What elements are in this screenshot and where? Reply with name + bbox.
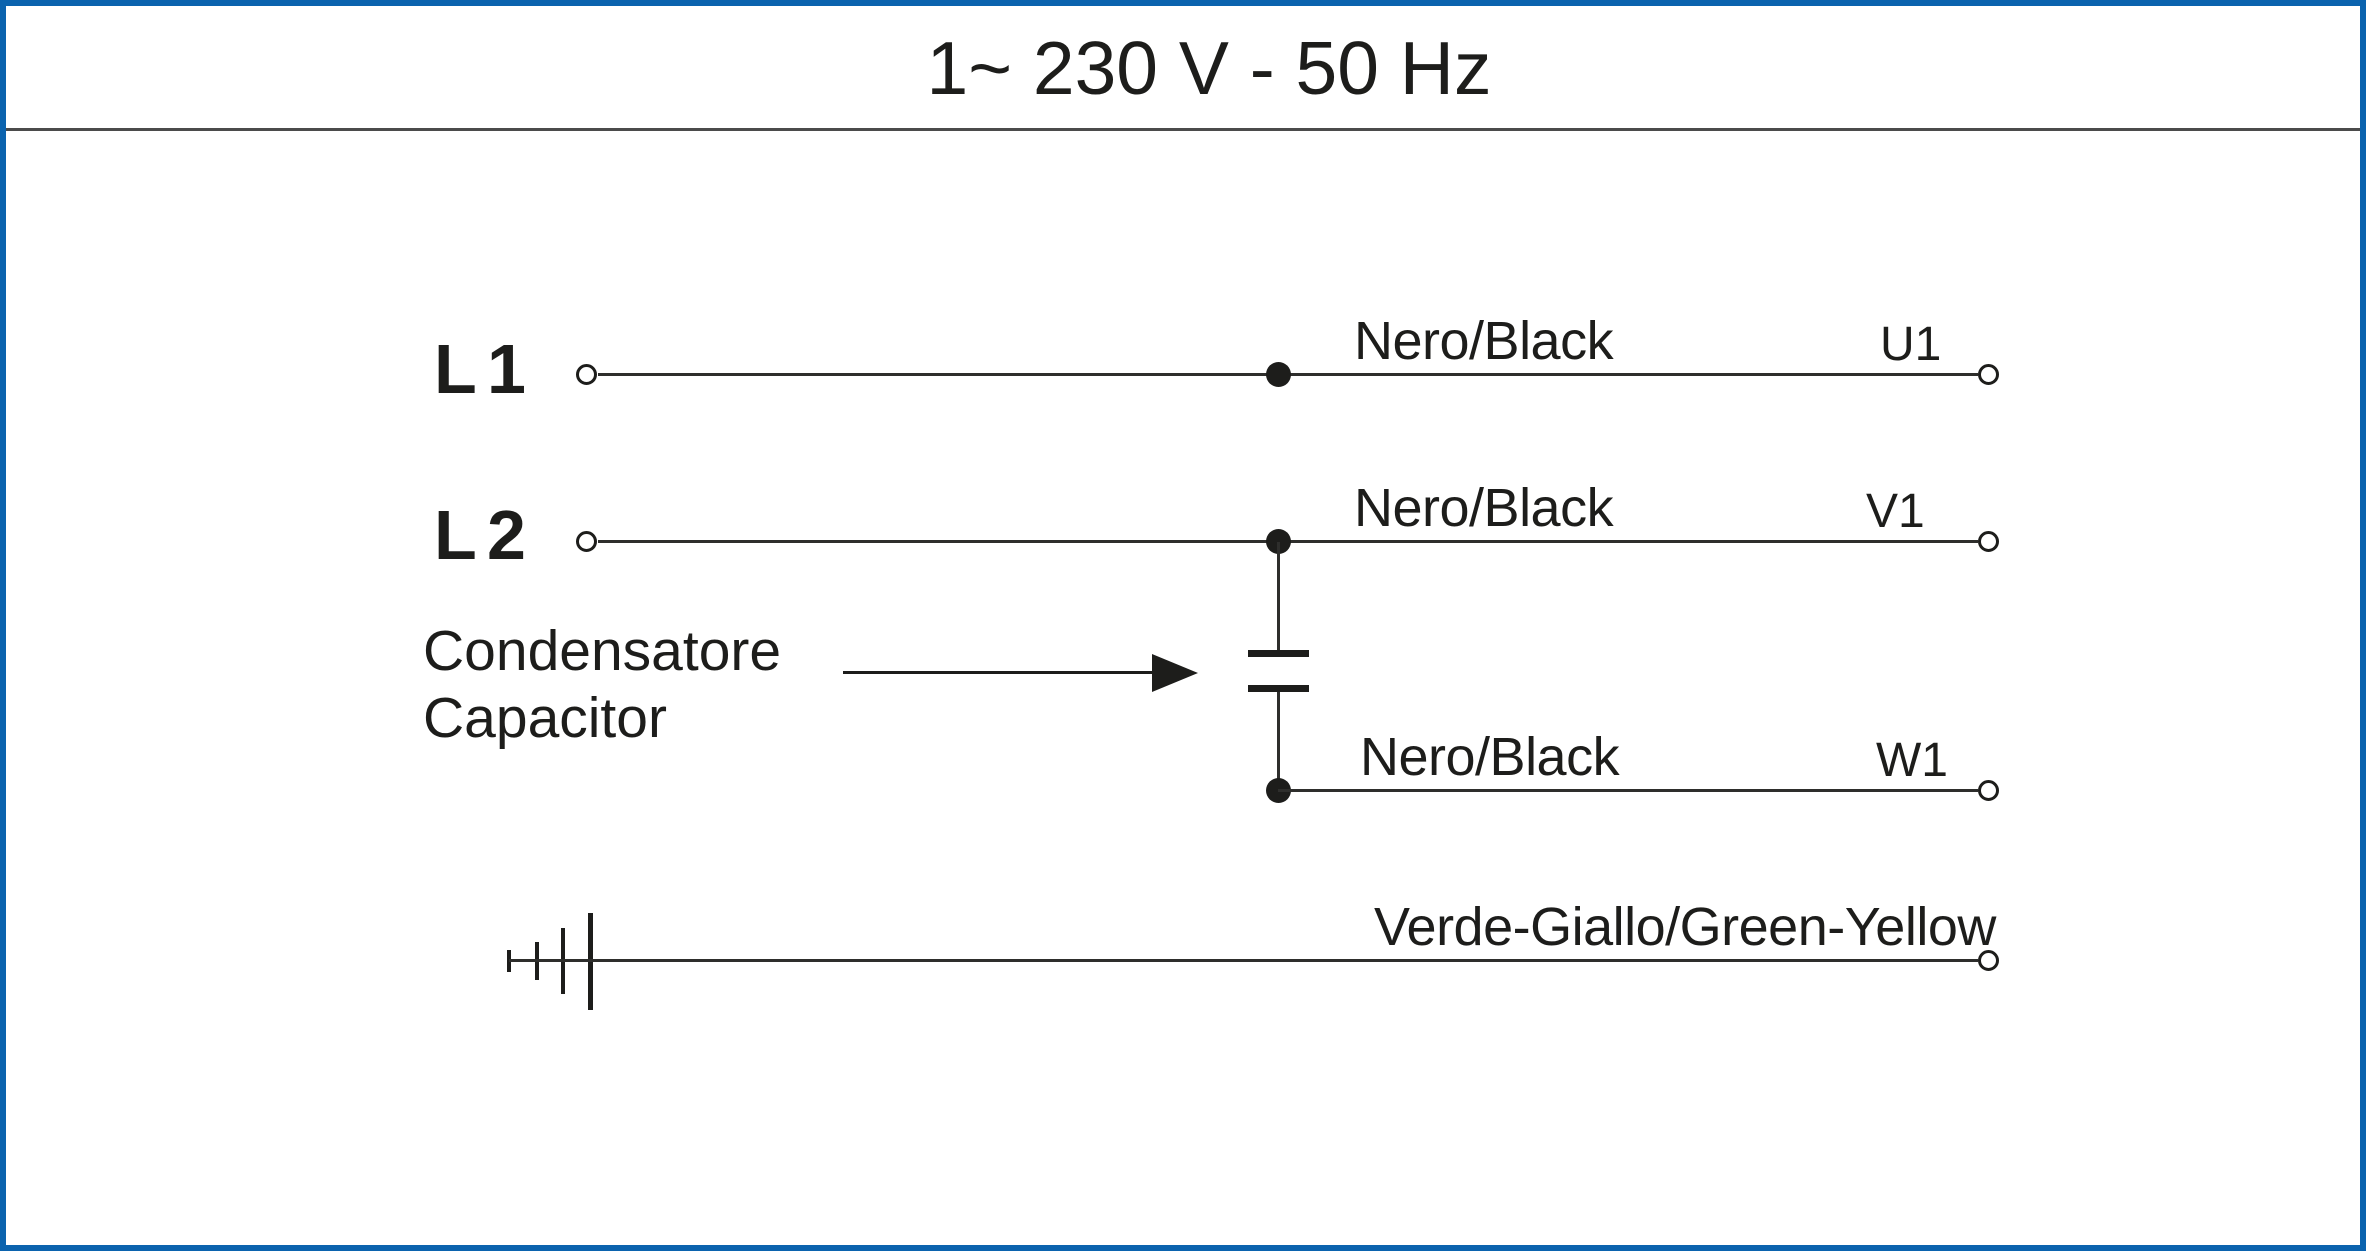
capacitor-plate-top [1248, 650, 1309, 657]
terminal-circle-l1-left [576, 364, 597, 385]
capacitor-caption-line2: Capacitor [423, 686, 667, 750]
wire-color-label-l2: Nero/Black [1354, 478, 1614, 538]
wire-ground [509, 959, 1978, 962]
phase-label-l2: L 2 [434, 496, 526, 574]
phase-label-l1: L 1 [434, 330, 526, 408]
wire-color-label-ground: Verde-Giallo/Green-Yellow [1374, 897, 1996, 957]
page-title: 1~ 230 V - 50 Hz [926, 26, 1492, 110]
terminal-circle-ground [1978, 950, 1999, 971]
capacitor-lead-upper [1277, 542, 1280, 652]
terminal-label-v1: V1 [1866, 485, 1925, 538]
terminal-circle-w1 [1978, 780, 1999, 801]
wire-color-label-w1: Nero/Black [1360, 727, 1620, 787]
terminal-circle-u1 [1978, 364, 1999, 385]
capacitor-caption-line1: Condensatore [423, 619, 782, 683]
pointer-arrow-shaft [843, 671, 1152, 674]
wire-w1 [1278, 789, 1978, 792]
pointer-arrowhead-icon [1152, 654, 1198, 692]
terminal-label-u1: U1 [1880, 318, 1942, 371]
terminal-circle-v1 [1978, 531, 1999, 552]
capacitor-plate-bottom [1248, 685, 1309, 692]
terminal-circle-l2-left [576, 531, 597, 552]
capacitor-caption: Condensatore Capacitor [423, 618, 781, 752]
wire-color-label-l1: Nero/Black [1354, 311, 1614, 371]
terminal-label-w1: W1 [1876, 734, 1948, 787]
capacitor-lead-lower [1277, 692, 1280, 791]
title-separator-line [0, 128, 2366, 131]
junction-dot-l1 [1266, 362, 1291, 387]
